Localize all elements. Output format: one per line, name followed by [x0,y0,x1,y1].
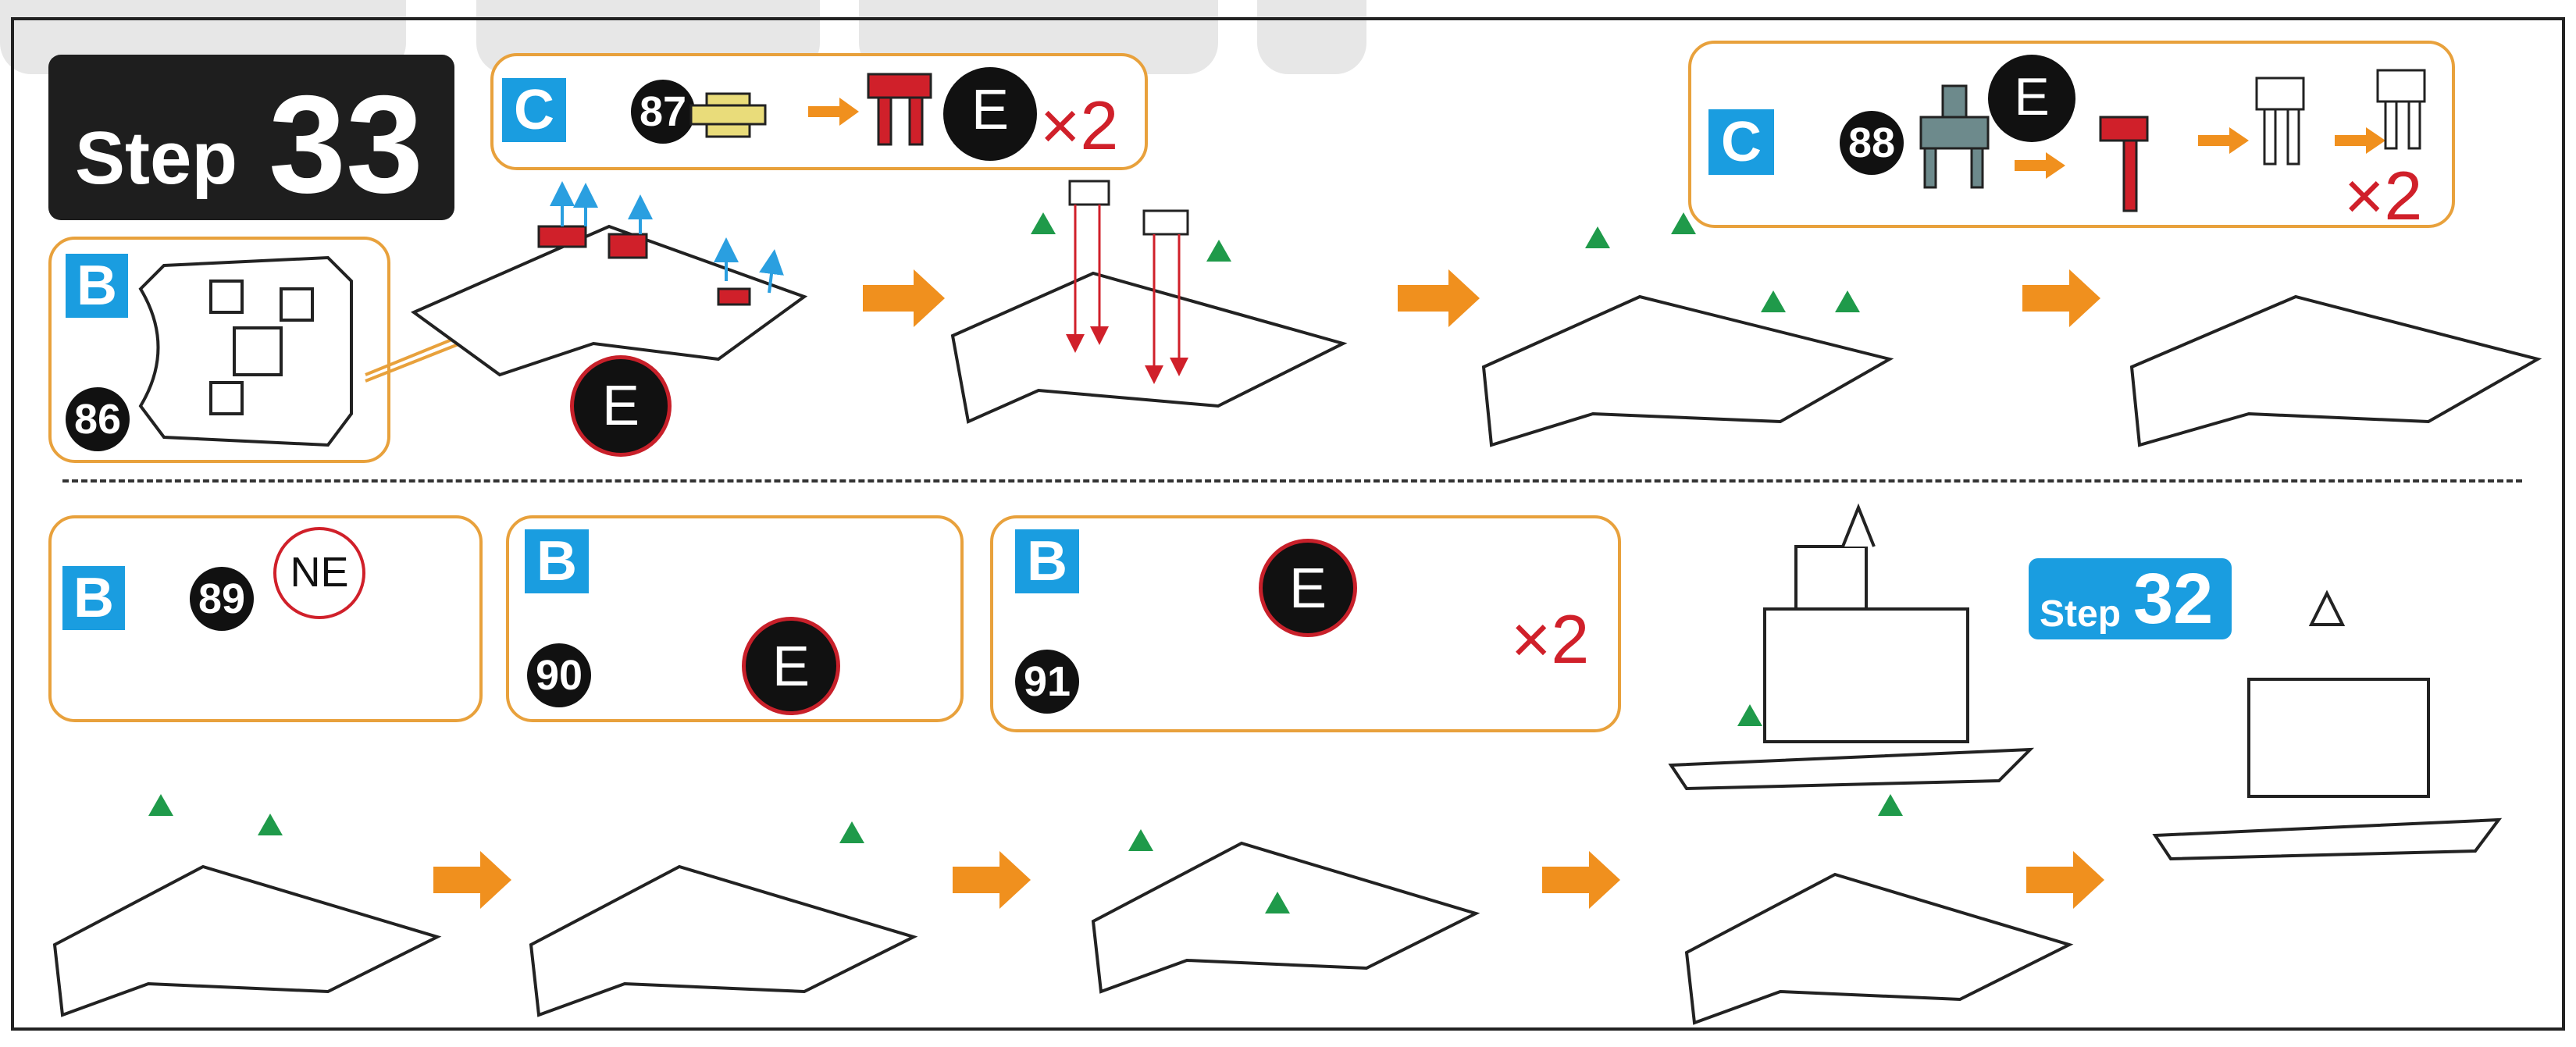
base-plate [411,224,2542,447]
step-32-reference-badge: Step 32 [2029,558,2232,639]
placement-lines [1066,205,1188,384]
part-88-assembled [2099,116,2149,212]
step-progress-arrows [863,269,2100,327]
callout-part-88 [1688,41,2455,228]
sheet-badge-b: B [62,566,125,630]
part-88-connector [1919,84,1990,189]
step-label: Step [75,116,238,200]
sheet-badge-b: B [1015,529,1079,593]
part-number-88: 88 [1840,111,1904,175]
part-86-outline [138,255,353,447]
e-callout-marker: E [570,355,672,457]
e-callout-marker: E [1259,539,1357,637]
direction-arrows [550,181,784,294]
sheet-badge-c: C [1708,109,1774,175]
step-progress-arrows [433,851,2104,909]
e-callout-marker: E [742,617,840,715]
sheet-badge-b: B [66,254,128,318]
reference-step-number: 32 [2133,559,2214,639]
e-callout-marker: E [943,67,1037,161]
part-number-91: 91 [1015,650,1079,714]
quantity-multiplier: ×2 [2344,157,2423,234]
green-marker-triangles [148,212,1903,913]
connector-pegs [1068,180,1189,236]
sheet-badge-b: B [525,529,589,593]
background-watermark-block [1257,0,1366,74]
e-callout-marker: E [1988,55,2075,142]
part-number-86: 86 [66,387,130,451]
section-divider [62,479,2522,483]
part-87-connector [689,92,767,138]
base-plate [52,841,2074,1025]
reference-step-label: Step [2040,593,2122,635]
part-number-87: 87 [631,80,695,144]
part-87-assembled [867,73,932,146]
ship-superstructure [1668,503,2503,861]
part-number-89: 89 [190,567,254,631]
quantity-multiplier: ×2 [1040,87,1119,164]
step-number: 33 [269,66,423,222]
step-header: Step 33 [48,55,454,222]
ne-callout-marker: NE [273,527,365,619]
sheet-badge-c: C [502,78,566,142]
part-number-90: 90 [527,643,591,707]
quantity-multiplier: ×2 [1511,600,1590,678]
instruction-frame [11,17,2565,1031]
